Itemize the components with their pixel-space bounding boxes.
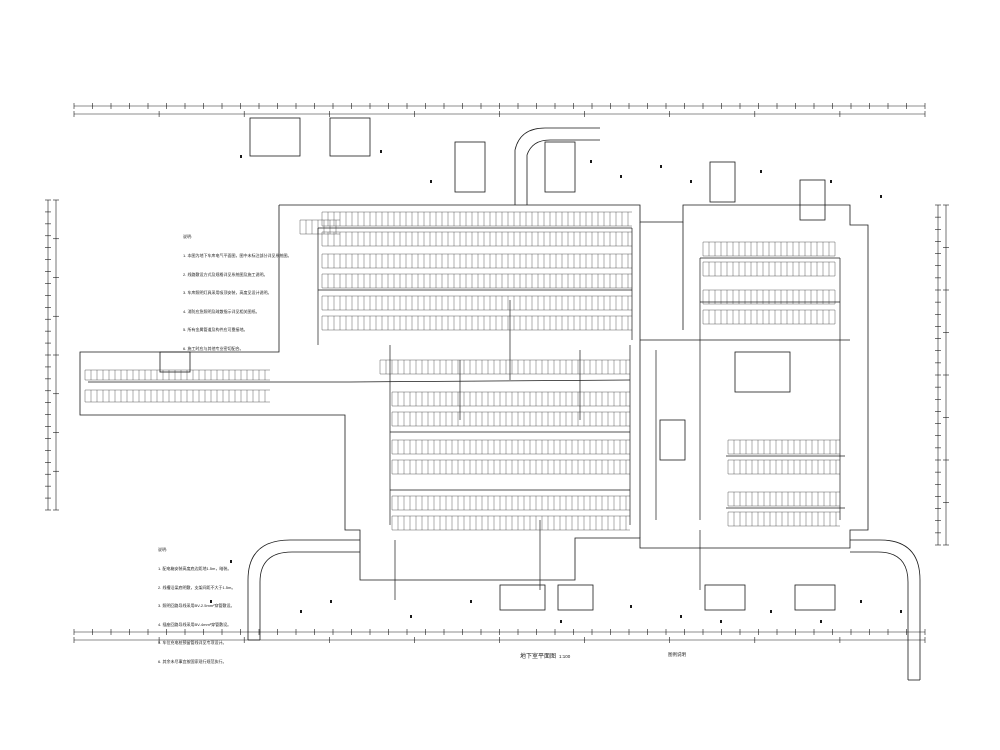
fixture-mark [620,175,622,178]
fixture-mark [630,605,632,608]
note-line: 1. 本图为地下车库电气平面图，图中未标注部分详见系统图。 [183,253,292,259]
fixture-mark [230,560,232,563]
legend-title: 图例说明 [668,652,686,658]
fixture-mark [860,600,862,603]
core-room [544,141,576,193]
core-room [454,141,486,193]
fixture-mark [680,615,682,618]
parking-stalls [84,211,840,531]
core-room [709,161,736,203]
fixture-mark [430,180,432,183]
fixture-mark [210,600,212,603]
ramp-top-outer [514,127,600,205]
note-line: 6. 施工时应与其他专业密切配合。 [183,346,244,352]
ramp-left-inner [259,551,360,640]
fixture-mark [830,180,832,183]
ramp-left-outer [247,539,360,640]
wiring-lines [88,227,845,600]
wall-outline [79,204,869,581]
notes-block-upper: 说明: 1. 本图为地下车库电气平面图，图中未标注部分详见系统图。 2. 线路敷… [183,222,291,358]
building-outline [79,117,869,611]
dimension-lines [45,103,949,643]
fixture-mark [560,620,562,623]
ramp-right-inner [850,551,909,680]
note-line: 3. 车库照明灯具采用吸顶安装，高度见设计说明。 [183,290,272,296]
fixture-mark [660,165,662,168]
note-line: 5. 车位充电桩预留管线详见专项设计。 [158,640,227,646]
notes-heading: 说明: [183,234,193,240]
drawing-scale: 1:100 [559,654,571,659]
annotation-marks [210,150,902,623]
fixture-mark [760,170,762,173]
notes-heading: 说明: [158,547,168,553]
ramps [247,127,921,681]
core-room [329,117,371,157]
note-line: 4. 插座回路导线采用BV-4mm²穿管敷设。 [158,621,232,627]
fixture-mark [470,600,472,603]
core-room [704,584,746,611]
ramp-top-inner [526,139,600,205]
core-room [799,179,826,221]
legend-title-text: 图例说明 [668,652,686,657]
fixture-mark [330,600,332,603]
ramp-right-outer [850,539,921,680]
core-room [249,117,301,157]
note-line: 1. 配电箱安装高度底边距地1.5m，暗装。 [158,566,232,572]
wiring-run [349,379,631,383]
core-room [659,419,686,461]
core-room [499,584,546,611]
fixture-mark [380,150,382,153]
core-room [734,351,791,393]
notes-block-lower: 说明: 1. 配电箱安装高度底边距地1.5m，暗装。 2. 线槽沿梁底明敷，支架… [158,535,235,671]
note-line: 6. 其余未尽事宜按国家现行规范执行。 [158,659,227,665]
fixture-mark [410,615,412,618]
note-line: 5. 所有金属管道及构件应可靠接地。 [183,327,248,333]
fixture-mark [300,610,302,613]
note-line: 4. 消防应急照明及疏散指示详见相关图纸。 [183,308,260,314]
note-line: 2. 线路敷设方式及规格详见系统图及施工说明。 [183,271,268,277]
core-room [557,584,594,611]
drawing-title-text: 地下室平面图 [520,654,557,660]
fixture-mark [880,195,882,198]
fixture-mark [770,610,772,613]
note-line: 2. 线槽沿梁底明敷，支架间距不大于1.5m。 [158,584,236,590]
fixture-mark [690,180,692,183]
fixture-mark [900,610,902,613]
core-room [794,584,836,611]
fixture-mark [240,155,242,158]
fixture-mark [590,160,592,163]
fixture-mark [820,620,822,623]
fixture-mark [720,620,722,623]
note-line: 3. 照明回路导线采用BV-2.5mm²穿管敷设。 [158,603,235,609]
